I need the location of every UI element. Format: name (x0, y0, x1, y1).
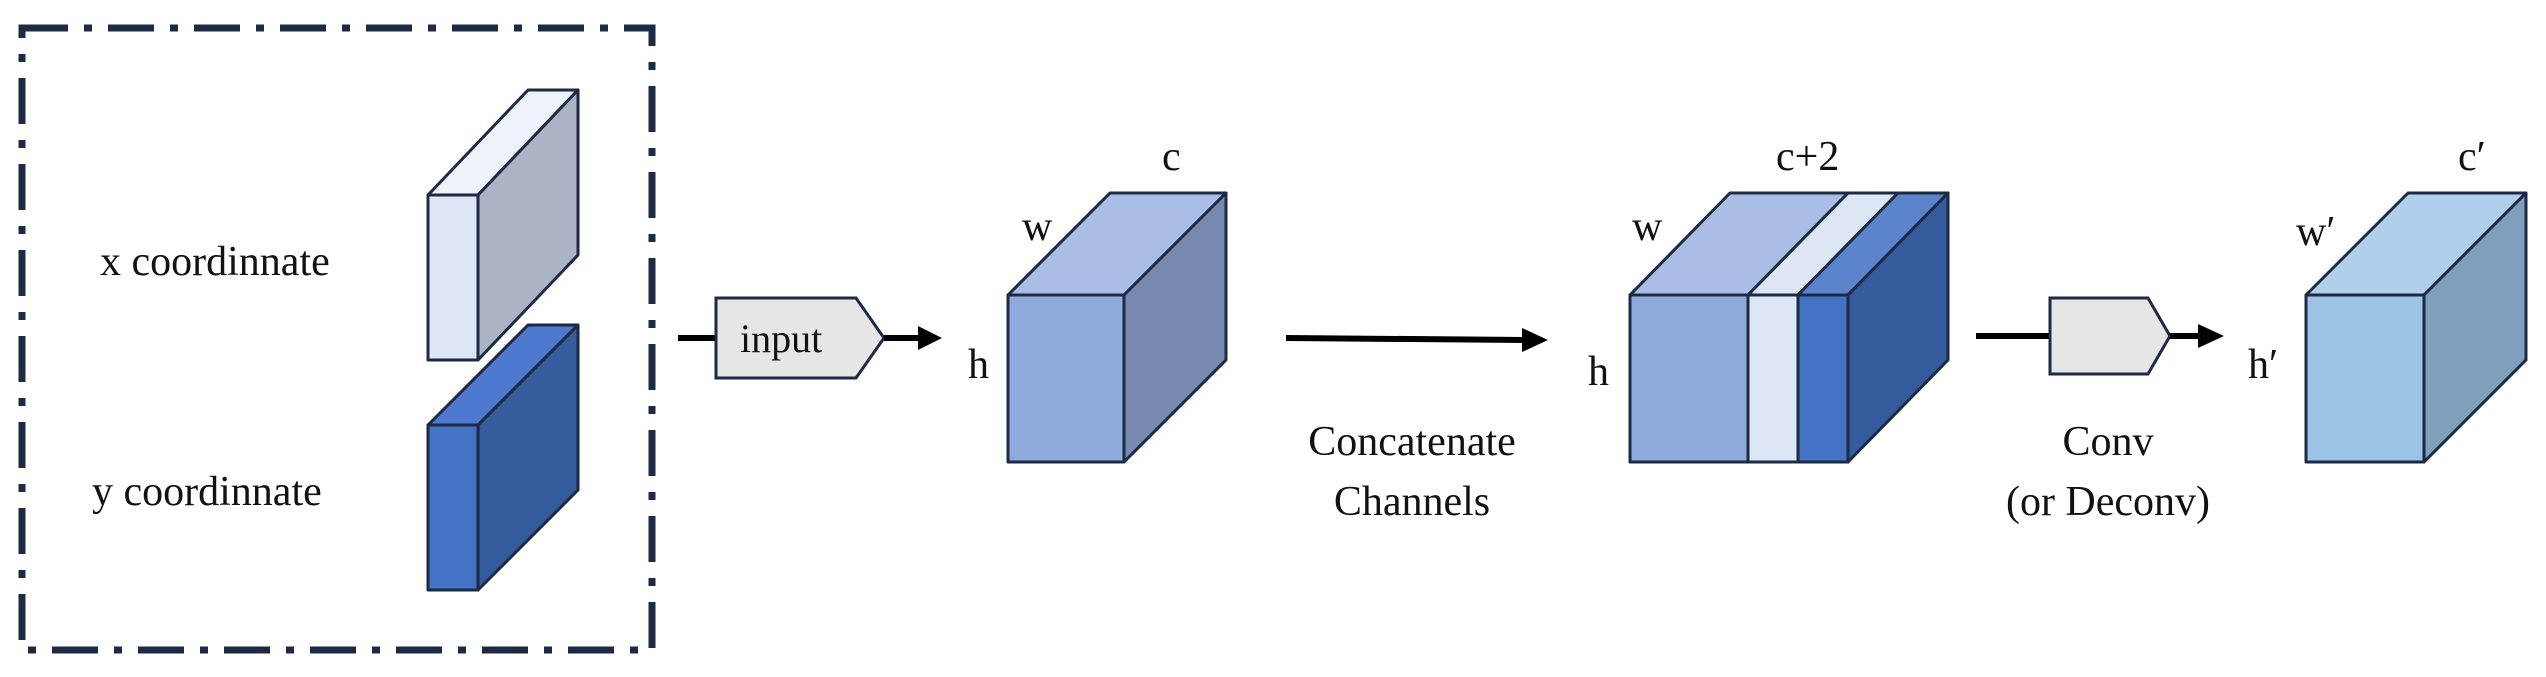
conv-arrowhead (2198, 324, 2224, 348)
concat-front-c (1628, 293, 1750, 464)
coordinate-panel-frame (18, 24, 656, 654)
concat-channel-label: c+2 (1776, 134, 1839, 180)
concat-connector: Concatenate Channels (1285, 328, 1548, 525)
input-tag-label: input (740, 316, 822, 361)
input-width-label: w (1022, 204, 1053, 250)
concat-tensor: w c+2 h (1588, 134, 1950, 464)
input-tensor-front (1006, 293, 1126, 464)
input-tag (714, 296, 886, 380)
output-tensor: w′ c′ h′ (2248, 134, 2528, 464)
concat-label-line1: Concatenate (1308, 419, 1516, 465)
input-connector: input (678, 296, 942, 380)
concat-front-y (1796, 293, 1850, 464)
coordinate-panel: x coordinnate y coordinnate (18, 24, 656, 654)
input-channel-label: c (1162, 134, 1181, 180)
y-coordinate-slab (426, 323, 580, 592)
output-width-label: w′ (2296, 209, 2336, 255)
x-coordinate-slab (426, 88, 580, 362)
output-height-label: h′ (2248, 342, 2278, 388)
concat-width-label: w (1632, 204, 1663, 250)
conv-connector: Conv (or Deconv) (1976, 296, 2224, 525)
input-height-label: h (968, 342, 989, 388)
conv-tag (2048, 296, 2172, 376)
concat-arrow-line (1285, 335, 1525, 343)
concat-front-x (1746, 293, 1800, 464)
conv-label-line1: Conv (2062, 419, 2153, 465)
output-tensor-front (2304, 293, 2426, 464)
concat-arrowhead (1522, 328, 1548, 352)
x-slab-front (426, 193, 480, 362)
y-coordinate-label: y coordinnate (92, 469, 322, 515)
conv-label-line2: (or Deconv) (2006, 479, 2210, 525)
concat-height-label: h (1588, 349, 1609, 395)
output-channel-label: c′ (2458, 134, 2486, 180)
input-arrowhead (918, 326, 942, 350)
input-tensor: w c h (968, 134, 1228, 464)
x-coordinate-label: x coordinnate (100, 239, 330, 285)
y-slab-front (426, 423, 480, 592)
concat-label-line2: Channels (1334, 479, 1490, 525)
